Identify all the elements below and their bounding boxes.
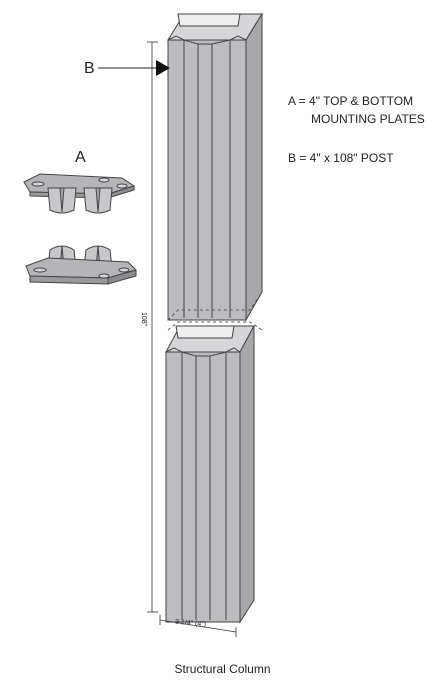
legend-a-line1: A = 4" TOP & BOTTOM [288, 94, 414, 108]
post-lower-section [165, 325, 255, 624]
bottom-mounting-plate [25, 245, 137, 285]
length-dimension-label: 108" [140, 312, 147, 327]
legend-a-line2: MOUNTING PLATES [311, 112, 425, 126]
diagram-caption: Structural Column [174, 662, 271, 676]
label-part-a: A [75, 149, 86, 166]
length-dimension-line [147, 41, 158, 613]
top-mounting-plate [23, 173, 136, 214]
b-leader-arrow [98, 60, 170, 76]
label-part-b: B [84, 60, 95, 77]
width-dimension-line [159, 615, 237, 637]
post-break-gap [167, 291, 263, 331]
legend-b-line: B = 4" x 108" POST [288, 151, 394, 165]
post-upper-section [167, 12, 263, 322]
